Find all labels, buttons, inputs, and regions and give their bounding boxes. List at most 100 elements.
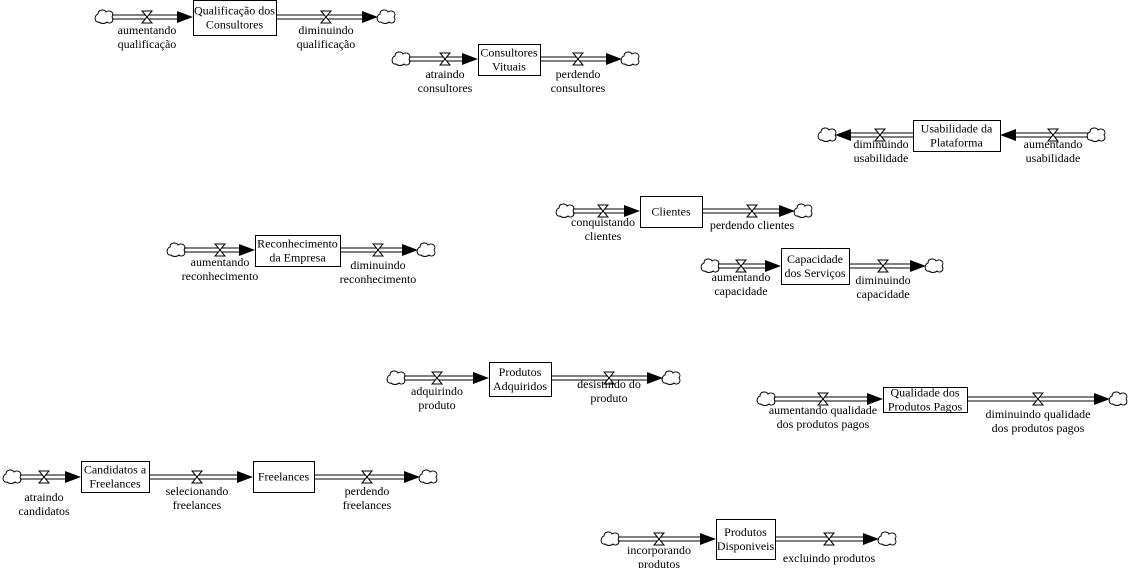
outflow-label-line: diminuindo (853, 137, 908, 151)
stock-box[interactable] (883, 387, 968, 413)
inflow-valve-produtos-disponiveis[interactable] (652, 532, 666, 546)
source-cloud-icon (1086, 127, 1106, 142)
stock-box[interactable] (640, 196, 703, 228)
inflow-valve-reconhecimento[interactable] (213, 243, 227, 257)
outflow-label: perdendo clientes (710, 218, 795, 232)
source-cloud-icon (555, 203, 575, 218)
stock-box[interactable] (781, 248, 850, 285)
inflow-pipe (409, 56, 462, 62)
outflow-label: excluindo produtos (783, 551, 876, 565)
outflow-valve-reconhecimento[interactable] (371, 243, 385, 257)
outflow-valve-capacidade[interactable] (876, 259, 890, 273)
stock-box[interactable] (193, 0, 277, 36)
sink-cloud-icon (416, 242, 436, 257)
outflow-valve-clientes[interactable] (745, 204, 759, 218)
outflow-pipe (149, 474, 237, 480)
sink-cloud-icon (620, 51, 640, 66)
outflow-valve-qualidade-produtos[interactable] (1031, 392, 1045, 406)
flow-arrowhead-icon (362, 11, 378, 23)
inflow-label-line: candidatos (18, 504, 70, 518)
stock-box[interactable] (716, 519, 776, 560)
stock-label-line: Consultores (480, 46, 538, 60)
outflow-pipe (314, 474, 404, 480)
stock-box[interactable] (81, 461, 150, 493)
outflow-label-line: freelances (173, 498, 222, 512)
outflow-valve-usabilidade[interactable] (873, 128, 887, 142)
inflow-label-line: consultores (418, 81, 473, 95)
stock-box[interactable] (253, 461, 315, 493)
inflow-valve-usabilidade[interactable] (1046, 128, 1060, 142)
inflow-label-line: adquirindo (411, 384, 463, 398)
inflow-valve-consultores[interactable] (438, 52, 452, 66)
inflow-label-line: aumentando (1024, 137, 1083, 151)
inflow-label-line: atraindo (24, 490, 63, 504)
stock-freelances[interactable]: Freelances (253, 461, 315, 493)
inflow-valve-candidatos[interactable] (37, 470, 51, 484)
flow-arrowhead-icon (606, 53, 622, 65)
outflow-valve-produtos-adquiridos[interactable] (602, 371, 616, 385)
inflow-valve-qualidade-produtos[interactable] (816, 392, 830, 406)
stock-box[interactable] (478, 44, 541, 76)
inflow-valve-produtos-adquiridos[interactable] (430, 371, 444, 385)
outflow-valve-freelances[interactable] (360, 470, 374, 484)
flow-arrowhead-icon (473, 372, 489, 384)
flow-arrowhead-icon (1094, 393, 1110, 405)
inflow-valve-capacidade[interactable] (734, 259, 748, 273)
stock-label-line: Capacidade (787, 252, 843, 266)
flow-arrowhead-icon (863, 533, 879, 545)
outflow-valve-consultores[interactable] (571, 52, 585, 66)
outflow-pipe (551, 375, 647, 381)
source-cloud-icon (2, 469, 22, 484)
sink-cloud-icon (817, 127, 837, 142)
flow-arrowhead-icon (765, 260, 781, 272)
stock-label-line: da Empresa (269, 251, 326, 265)
stock-label-line: Consultores (206, 18, 264, 32)
inflow-label-line: usabilidade (1026, 151, 1081, 165)
source-cloud-icon (166, 242, 186, 257)
stock-label-line: Produtos Pagos (888, 400, 963, 414)
inflow-label-line: aumentando qualidade (769, 403, 877, 417)
source-cloud-icon (700, 258, 720, 273)
outflow-valve-qualificacao[interactable] (319, 10, 333, 24)
inflow-label-line: atraindo (425, 67, 464, 81)
outflow-label-line: selecionando (166, 484, 229, 498)
flow-arrowhead-icon (1000, 129, 1016, 141)
outflow-valve-candidatos[interactable] (190, 470, 204, 484)
outflow-pipe (540, 56, 606, 62)
outflow-label-line: capacidade (856, 287, 909, 301)
inflow-valve-clientes[interactable] (596, 204, 610, 218)
outflow-label-line: dos produtos pagos (992, 421, 1085, 435)
outflow-label-line: perdendo clientes (710, 218, 795, 232)
outflow-label-line: desistindo do (577, 377, 641, 391)
inflow-label-line: reconhecimento (182, 269, 259, 283)
stock-label-line: Candidatos a (84, 463, 147, 477)
outflow-pipe (702, 208, 779, 214)
stock-box[interactable] (489, 362, 552, 397)
stock-label-line: Usabilidade da (921, 122, 993, 136)
stock-clientes[interactable]: Clientes (640, 196, 703, 228)
outflow-valve-produtos-disponiveis[interactable] (822, 532, 836, 546)
inflow-valve-qualificacao[interactable] (140, 10, 154, 24)
sink-cloud-icon (661, 370, 681, 385)
stock-label: Freelances (258, 470, 310, 484)
outflow-pipe (967, 396, 1094, 402)
stock-box[interactable] (255, 235, 341, 267)
inflow-label-line: produto (418, 398, 455, 412)
stock-box[interactable] (913, 120, 1001, 152)
